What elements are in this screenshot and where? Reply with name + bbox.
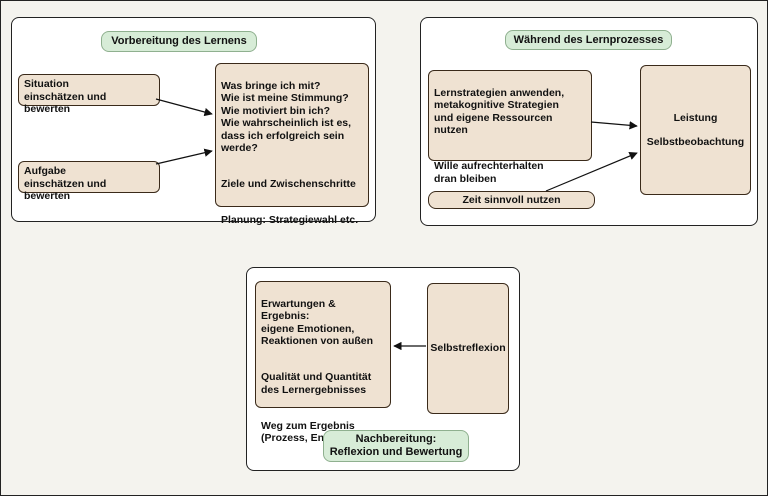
text-erwartungen: Erwartungen & Ergebnis: eigene Emotionen… [261, 297, 374, 348]
box-leistung: Leistung Selbstbeobachtung [640, 65, 751, 195]
text-planung: Planung: Strategiewahl etc. [221, 214, 359, 226]
text-selbstbeobachtung: Selbstbeobachtung [646, 135, 745, 148]
box-situation: Situation einschätzen und bewerten [18, 74, 160, 115]
text-fragen: Was bringe ich mit? Wie ist meine Stimmu… [221, 79, 352, 155]
box-aufgabe: Aufgabe einschätzen und bewerten [18, 161, 160, 202]
box-zeit: Zeit sinnvoll nutzen [428, 191, 595, 209]
box-fragen: Was bringe ich mit? Wie ist meine Stimmu… [215, 63, 369, 226]
box-strategien: Lernstrategien anwenden, metakognitive S… [428, 70, 592, 185]
text-strategien: Lernstrategien anwenden, metakognitive S… [434, 86, 565, 137]
box-selbstreflexion: Selbstreflexion [427, 283, 509, 414]
box-ergebnis: Erwartungen & Ergebnis: eigene Emotionen… [255, 281, 391, 444]
text-ziele: Ziele und Zwischenschritte [221, 178, 356, 190]
text-qualitaet: Qualität und Quantität des Lernergebniss… [261, 371, 372, 396]
title-nachbereitung: Nachbereitung: Reflexion und Bewertung [323, 430, 469, 462]
text-wille: Wille aufrechterhalten dran bleiben [434, 160, 544, 185]
text-leistung: Leistung [673, 112, 718, 124]
title-waehrend: Während des Lernprozesses [505, 30, 672, 50]
title-vorbereitung: Vorbereitung des Lernens [101, 31, 257, 52]
